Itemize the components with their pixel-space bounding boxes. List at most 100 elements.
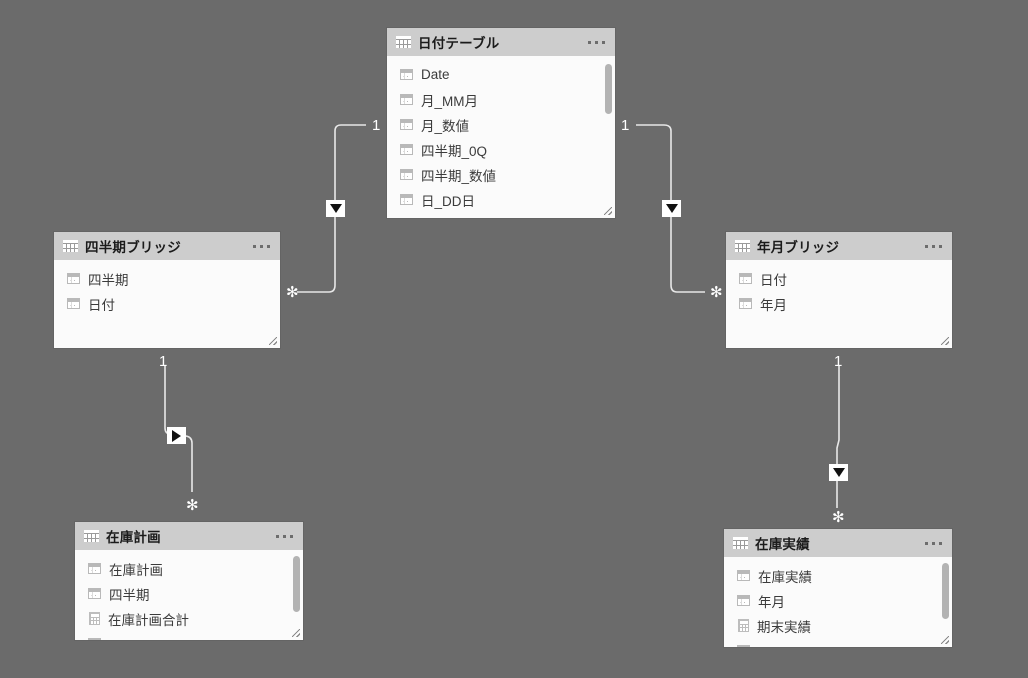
field-label: 四半期 [88, 272, 129, 288]
cross-filter-arrow-right-icon[interactable] [167, 427, 186, 444]
cardinality-many-label: ✻ [186, 497, 199, 514]
field-row[interactable]: 四半期 [54, 266, 280, 291]
measure-icon [738, 619, 749, 632]
table-more-menu-icon[interactable] [274, 533, 295, 540]
table-title: 年月ブリッジ [757, 240, 840, 255]
table-field-list-date-table: Date 月_MM月月_数値四半期_0Q 四半期_数値日_DD日 [387, 56, 615, 218]
field-row[interactable]: 在庫実績 [724, 563, 952, 588]
cardinality-one-label: 1 [159, 353, 168, 370]
table-card-yearmonth-bridge[interactable]: 年月ブリッジ日付年月 [726, 232, 952, 348]
field-row[interactable]: Date [387, 62, 615, 87]
resize-grip[interactable] [266, 334, 279, 347]
table-card-date-table[interactable]: 日付テーブル Date 月_MM月月_数値四半期_0Q 四半期_数値日_DD日 [387, 28, 615, 218]
column-icon [737, 645, 750, 647]
triangle-glyph [832, 468, 845, 477]
cardinality-many-label: ✻ [286, 284, 299, 301]
cardinality-one-label: 1 [372, 117, 381, 134]
field-row[interactable]: 四半期_0Q [387, 137, 615, 162]
field-row[interactable]: 月_MM月 [387, 87, 615, 112]
table-field-list-quarter-bridge: 四半期日付 [54, 260, 280, 348]
field-label: 四半期_0Q [421, 143, 488, 159]
table-title: 在庫計画 [106, 530, 161, 545]
field-label: 日付 [760, 272, 787, 288]
field-row[interactable]: 四半期 [75, 581, 303, 606]
field-row-partial[interactable] [724, 638, 952, 647]
table-more-menu-icon[interactable] [923, 540, 944, 547]
field-row[interactable]: 在庫計画合計 [75, 606, 303, 631]
table-icon [63, 240, 78, 252]
table-header-stock-plan[interactable]: 在庫計画 [75, 522, 303, 550]
table-title: 在庫実績 [755, 537, 810, 552]
table-header-date-table[interactable]: 日付テーブル [387, 28, 615, 56]
field-label: 四半期 [109, 587, 150, 603]
field-label: 期末実績 [757, 619, 811, 635]
column-icon [400, 194, 413, 205]
resize-grip[interactable] [938, 334, 951, 347]
field-row[interactable]: 日_DD日 [387, 187, 615, 212]
column-icon [400, 169, 413, 180]
triangle-glyph [329, 204, 342, 213]
field-label: 月_MM月 [421, 93, 478, 109]
column-icon [400, 94, 413, 105]
table-header-stock-actual[interactable]: 在庫実績 [724, 529, 952, 557]
column-icon [67, 298, 80, 309]
cardinality-one-label: 1 [834, 353, 843, 370]
cardinality-many-label: ✻ [710, 284, 723, 301]
field-row-partial[interactable] [75, 631, 303, 640]
measure-icon [89, 612, 100, 625]
table-field-list-stock-actual: 在庫実績年月期末実績 [724, 557, 952, 647]
field-row[interactable]: 日付 [54, 291, 280, 316]
field-label: 四半期_数値 [421, 168, 497, 184]
field-row[interactable]: 四半期_数値 [387, 162, 615, 187]
cardinality-one-label: 1 [621, 117, 630, 134]
cross-filter-arrow-down-icon[interactable] [662, 200, 681, 217]
triangle-glyph [665, 204, 678, 213]
table-scrollbar[interactable] [605, 64, 612, 114]
column-icon [67, 273, 80, 284]
field-row[interactable]: 日付 [726, 266, 952, 291]
column-icon [737, 570, 750, 581]
field-label: 在庫計画合計 [108, 612, 189, 628]
resize-grip[interactable] [289, 626, 302, 639]
field-row[interactable]: 年月 [724, 588, 952, 613]
field-row[interactable]: 年月 [726, 291, 952, 316]
field-label: 在庫実績 [758, 569, 812, 585]
column-icon [739, 273, 752, 284]
table-scrollbar[interactable] [942, 563, 949, 619]
resize-grip[interactable] [938, 633, 951, 646]
table-icon [733, 537, 748, 549]
column-icon [400, 119, 413, 130]
table-more-menu-icon[interactable] [586, 39, 607, 46]
table-icon [735, 240, 750, 252]
table-title: 四半期ブリッジ [85, 240, 181, 255]
column-icon [739, 298, 752, 309]
table-title: 日付テーブル [418, 36, 500, 51]
table-more-menu-icon[interactable] [923, 243, 944, 250]
column-icon [88, 638, 101, 640]
column-icon [400, 69, 413, 80]
table-scrollbar[interactable] [293, 556, 300, 612]
table-card-stock-plan[interactable]: 在庫計画在庫計画四半期在庫計画合計 [75, 522, 303, 640]
cross-filter-arrow-down-icon[interactable] [829, 464, 848, 481]
column-icon [88, 588, 101, 599]
field-label: 年月 [760, 297, 787, 313]
field-row[interactable]: 月_数値 [387, 112, 615, 137]
field-row[interactable]: 期末実績 [724, 613, 952, 638]
table-card-quarter-bridge[interactable]: 四半期ブリッジ四半期日付 [54, 232, 280, 348]
field-row[interactable]: 在庫計画 [75, 556, 303, 581]
resize-grip[interactable] [601, 204, 614, 217]
field-label: 年月 [758, 594, 785, 610]
field-label: Date [421, 67, 450, 82]
table-header-quarter-bridge[interactable]: 四半期ブリッジ [54, 232, 280, 260]
table-card-stock-actual[interactable]: 在庫実績在庫実績年月期末実績 [724, 529, 952, 647]
column-icon [400, 144, 413, 155]
column-icon [88, 563, 101, 574]
cross-filter-arrow-down-icon[interactable] [326, 200, 345, 217]
table-icon [396, 36, 411, 48]
table-header-yearmonth-bridge[interactable]: 年月ブリッジ [726, 232, 952, 260]
field-label: 日_DD日 [421, 193, 476, 209]
field-label: 日付 [88, 297, 115, 313]
table-more-menu-icon[interactable] [251, 243, 272, 250]
field-label: 月_数値 [421, 118, 470, 134]
